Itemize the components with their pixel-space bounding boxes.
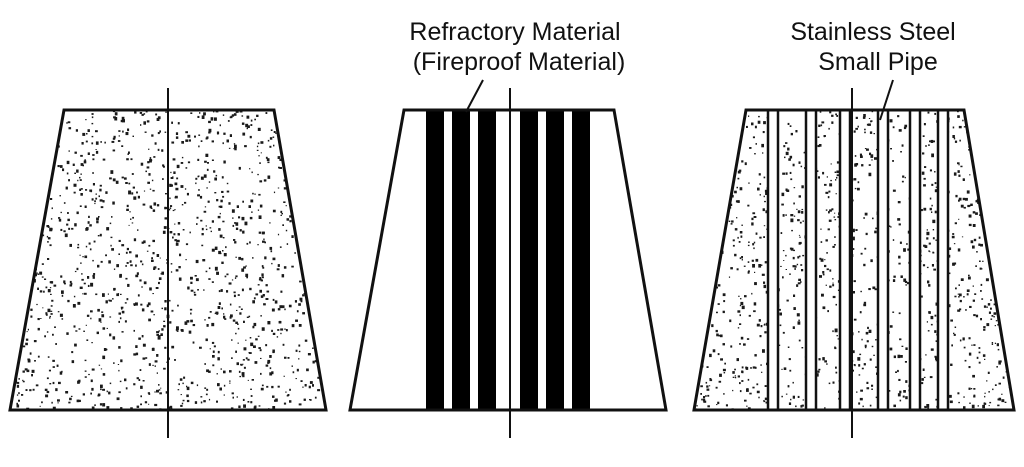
refractory-bar [426,110,444,410]
steel-pipe [766,108,780,412]
steel-pipe [936,108,950,412]
steel-pipe [804,108,818,412]
steel-pipe [838,108,852,412]
steel-label-line2: Small Pipe [818,48,938,76]
refractory-bar [572,110,590,410]
plain-outline [8,108,328,412]
steel-outline [692,108,1016,412]
refractory-bar [478,110,496,410]
steel-pipe-panel: Stainless Steel Small Pipe [692,18,1016,438]
refractory-leader-line [465,79,484,113]
refractory-bar [546,110,564,410]
refractory-panel: Refractory Material (Fireproof Material) [348,18,668,438]
refractory-label-line1: Refractory Material [409,18,620,46]
steel-pipe [908,108,922,412]
refractory-bar [452,110,470,410]
steel-leader-line [879,79,894,121]
steel-label-line1: Stainless Steel [790,18,955,46]
refractory-bar [520,110,538,410]
refractory-outline [348,108,668,412]
plain-panel [8,88,328,438]
refractory-label-line2: (Fireproof Material) [413,48,626,76]
steel-pipe [876,108,890,412]
